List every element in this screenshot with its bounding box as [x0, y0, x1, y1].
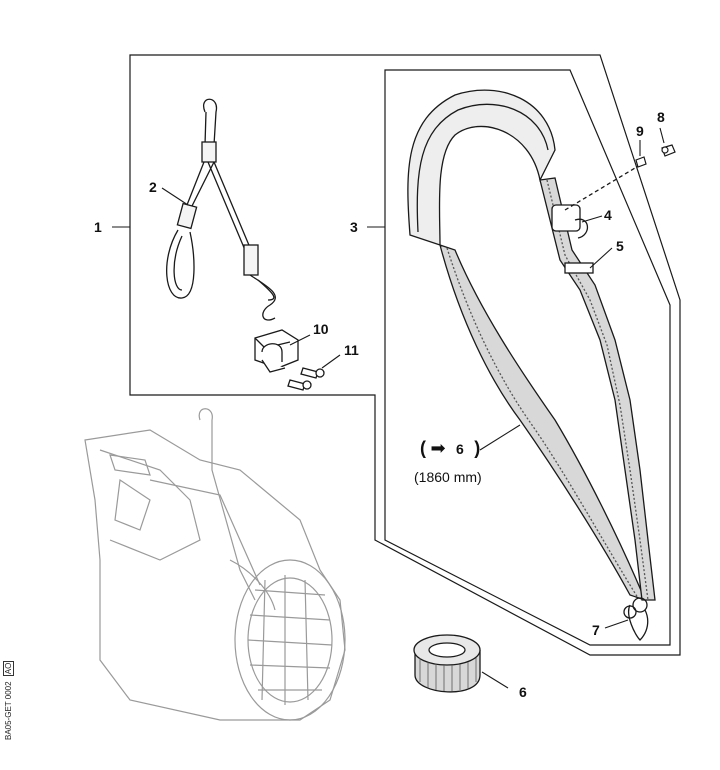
callout-3: 3: [350, 219, 358, 235]
callout-7: 7: [592, 622, 600, 638]
small-fasteners: [635, 144, 676, 168]
callout-6: 6: [519, 684, 527, 700]
ref-open: (: [420, 438, 426, 458]
callout-1: 1: [94, 219, 102, 235]
strap-roll: [413, 634, 481, 693]
callout-5: 5: [616, 238, 624, 254]
blower-ghost-illustration: [84, 408, 346, 721]
callout-9: 9: [636, 123, 644, 139]
mounting-clamp: [254, 329, 299, 373]
callout-4: 4: [604, 207, 612, 223]
ref-part: 6: [456, 441, 464, 457]
document-id-text: BA05-GET 0002: [4, 681, 13, 740]
shoulder-strap: [407, 89, 656, 641]
leader-lines: [112, 127, 665, 689]
screws: [287, 367, 325, 391]
callout-2: 2: [149, 179, 157, 195]
harness-lanyard: [166, 98, 276, 321]
callout-10: 10: [313, 321, 329, 337]
strap-length: (1860 mm): [414, 469, 482, 485]
ref-close: ): [474, 438, 481, 458]
callout-8: 8: [657, 109, 665, 125]
group-panel-1: [129, 54, 681, 656]
document-code: AO: [3, 660, 14, 677]
document-id: BA05-GET 0002 AO: [3, 660, 14, 740]
group-panel-3: [384, 69, 671, 646]
reference-note: ( ➡ 6 ): [420, 438, 480, 459]
callout-11: 11: [344, 342, 359, 358]
arrow-right-icon: ➡: [430, 438, 446, 459]
